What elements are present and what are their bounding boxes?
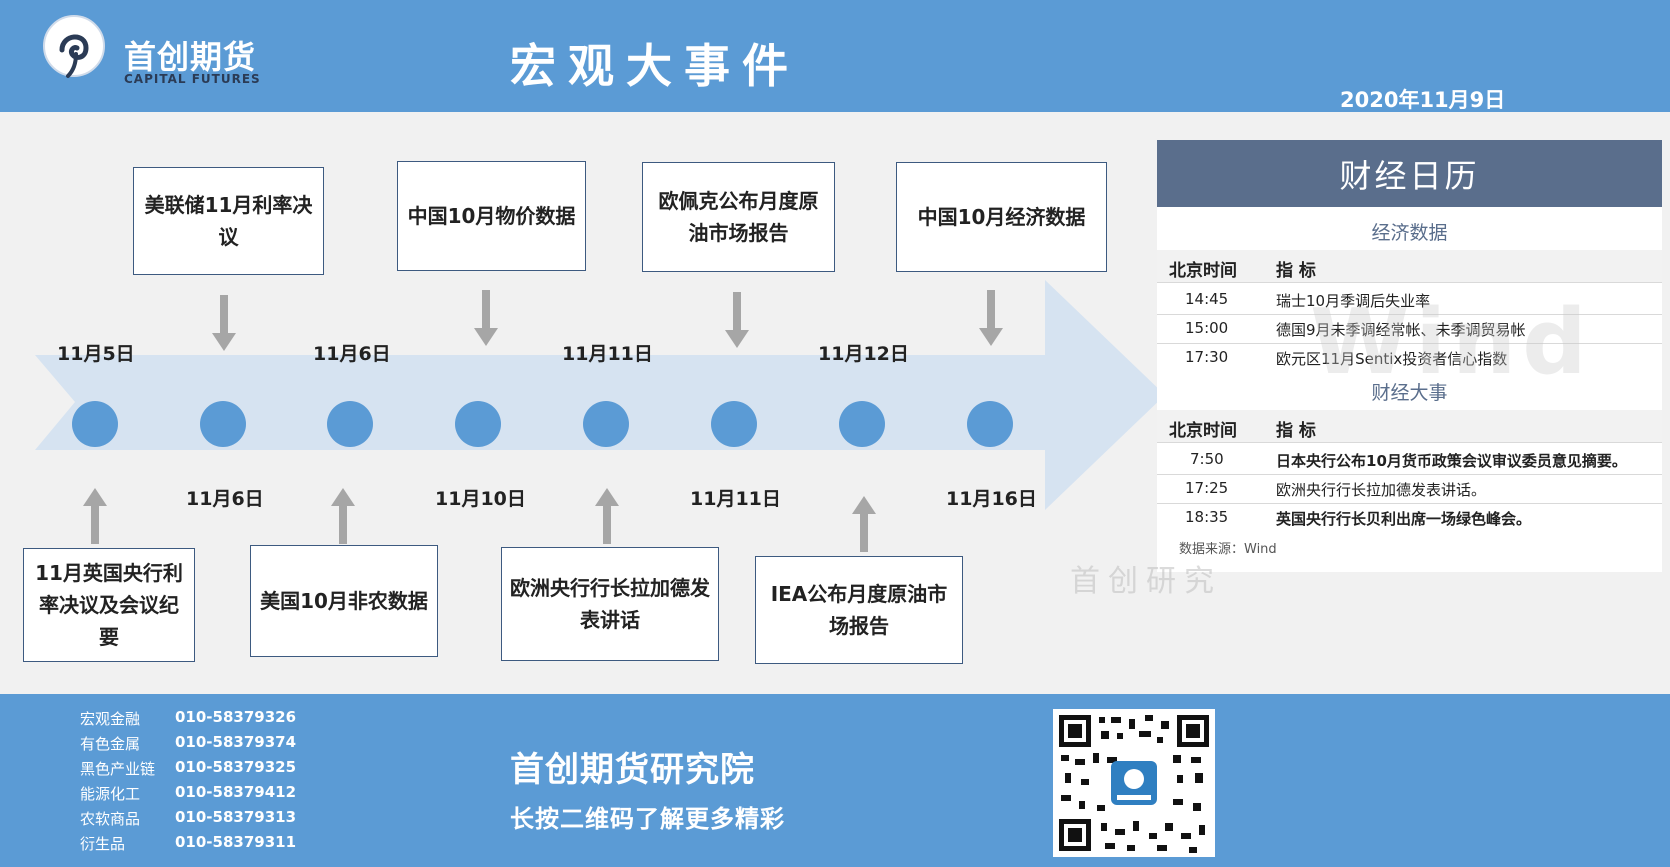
contact-phone: 010-58379412 xyxy=(175,783,297,801)
contact-row: 有色金属 010-58379374 xyxy=(80,733,296,754)
col-time: 北京时间 xyxy=(1169,421,1237,441)
col-indicator: 指 标 xyxy=(1276,261,1316,281)
event-box: 欧洲央行行长拉加德发表讲话 xyxy=(501,547,719,661)
contact-dept: 宏观金融 xyxy=(80,710,141,728)
row-time: 14:45 xyxy=(1185,290,1229,308)
divider xyxy=(1157,503,1662,504)
timeline-node xyxy=(839,401,885,447)
down-arrow-icon xyxy=(212,295,236,351)
row-item: 欧元区11月Sentix投资者信心指数 xyxy=(1276,350,1508,368)
watermark: 首创研究 xyxy=(1070,564,1222,599)
contact-phone: 010-58379325 xyxy=(175,758,297,776)
down-arrow-icon xyxy=(725,292,749,348)
event-box: IEA公布月度原油市场报告 xyxy=(755,556,963,664)
up-arrow-icon xyxy=(83,488,107,544)
row-item: 德国9月未季调经常帐、未季调贸易帐 xyxy=(1276,321,1526,339)
section-title-events: 财经大事 xyxy=(1371,382,1448,404)
contact-phone: 010-58379311 xyxy=(175,833,297,851)
contact-dept: 黑色产业链 xyxy=(80,760,156,778)
timeline-node xyxy=(200,401,246,447)
divider xyxy=(1157,282,1662,283)
timeline-nodes xyxy=(72,401,1013,447)
event-box: 中国10月经济数据 xyxy=(896,162,1107,272)
up-arrow-icon xyxy=(852,496,876,552)
page-title: 宏观大事件 xyxy=(510,39,800,93)
contact-phone: 010-58379313 xyxy=(175,808,297,826)
logo-text: 首创期货 xyxy=(124,38,257,76)
event-box: 欧佩克公布月度原油市场报告 xyxy=(642,162,835,272)
table-row: 18:35 英国央行行长贝利出席一场绿色峰会。 xyxy=(1157,504,1662,532)
row-time: 7:50 xyxy=(1190,450,1224,468)
qr-code-icon[interactable] xyxy=(1053,709,1215,857)
event-box: 美国10月非农数据 xyxy=(250,545,438,657)
col-indicator: 指 标 xyxy=(1276,421,1316,441)
data-source: 数据来源：Wind xyxy=(1179,542,1277,557)
table-row: 14:45 瑞士10月季调后失业率 xyxy=(1157,286,1662,314)
row-item: 瑞士10月季调后失业率 xyxy=(1276,292,1431,310)
logo-subtext: CAPITAL FUTURES xyxy=(124,72,261,86)
table-row: 7:50 日本央行公布10月货币政策会议审议委员意见摘要。 xyxy=(1157,446,1662,474)
table-row: 17:25 欧洲央行行长拉加德发表讲话。 xyxy=(1157,475,1662,503)
down-arrow-icon xyxy=(979,290,1003,346)
timeline-date: 11月11日 xyxy=(562,343,653,365)
up-arrow-icon xyxy=(331,488,355,544)
logo-icon xyxy=(43,15,105,78)
contact-phone: 010-58379326 xyxy=(175,708,297,726)
timeline-date: 11月10日 xyxy=(435,488,526,510)
institute-name: 首创期货研究院 xyxy=(510,750,755,790)
table-header: 北京时间 指 标 xyxy=(1157,250,1662,282)
contact-row: 农软商品 010-58379313 xyxy=(80,808,296,829)
timeline-arrow xyxy=(35,280,1165,510)
header-bar xyxy=(0,0,1670,112)
timeline-date: 11月6日 xyxy=(313,343,391,365)
row-item: 英国央行行长贝利出席一场绿色峰会。 xyxy=(1276,510,1532,528)
divider xyxy=(1157,442,1662,443)
contact-row: 能源化工 010-58379412 xyxy=(80,783,296,804)
timeline-date: 11月5日 xyxy=(57,343,135,365)
down-arrow-icon xyxy=(474,290,498,346)
contact-dept: 能源化工 xyxy=(80,785,141,803)
timeline-date: 11月6日 xyxy=(186,488,264,510)
watermark: Wind xyxy=(1310,290,1593,395)
footer-slogan: 长按二维码了解更多精彩 xyxy=(510,805,785,833)
timeline-date: 11月12日 xyxy=(818,343,909,365)
timeline-node xyxy=(583,401,629,447)
report-date: 2020年11月9日 xyxy=(1340,88,1506,112)
section-title-econ: 经济数据 xyxy=(1371,222,1448,244)
contact-dept: 衍生品 xyxy=(80,835,126,853)
timeline-date: 11月11日 xyxy=(690,488,781,510)
row-time: 18:35 xyxy=(1185,508,1229,526)
timeline-node xyxy=(72,401,118,447)
contact-row: 衍生品 010-58379311 xyxy=(80,833,296,854)
financial-calendar: 财经日历 经济数据 北京时间 指 标 14:45 瑞士10月季调后失业率 15:… xyxy=(1157,140,1662,572)
divider xyxy=(1157,314,1662,315)
divider xyxy=(1157,343,1662,344)
col-time: 北京时间 xyxy=(1169,261,1237,281)
event-box: 美联储11月利率决议 xyxy=(133,167,324,275)
row-time: 17:25 xyxy=(1185,479,1229,497)
timeline-node xyxy=(967,401,1013,447)
timeline-node xyxy=(327,401,373,447)
timeline-node xyxy=(711,401,757,447)
contact-dept: 农软商品 xyxy=(80,810,141,828)
row-time: 17:30 xyxy=(1185,348,1229,366)
row-item: 日本央行公布10月货币政策会议审议委员意见摘要。 xyxy=(1276,452,1627,470)
table-row: 15:00 德国9月未季调经常帐、未季调贸易帐 xyxy=(1157,315,1662,343)
divider xyxy=(1157,474,1662,475)
contact-phone: 010-58379374 xyxy=(175,733,297,751)
table-header: 北京时间 指 标 xyxy=(1157,410,1662,442)
timeline-node xyxy=(455,401,501,447)
footer-bar xyxy=(0,694,1670,867)
contact-row: 宏观金融 010-58379326 xyxy=(80,708,296,729)
calendar-title: 财经日历 xyxy=(1157,140,1662,207)
timeline-date: 11月16日 xyxy=(946,488,1037,510)
table-row: 17:30 欧元区11月Sentix投资者信心指数 xyxy=(1157,344,1662,372)
up-arrow-icon xyxy=(595,488,619,544)
row-item: 欧洲央行行长拉加德发表讲话。 xyxy=(1276,481,1487,499)
row-time: 15:00 xyxy=(1185,319,1229,337)
event-box: 中国10月物价数据 xyxy=(397,161,586,271)
contact-row: 黑色产业链 010-58379325 xyxy=(80,758,296,779)
contact-dept: 有色金属 xyxy=(80,735,141,753)
event-box: 11月英国央行利率决议及会议纪要 xyxy=(23,548,195,662)
